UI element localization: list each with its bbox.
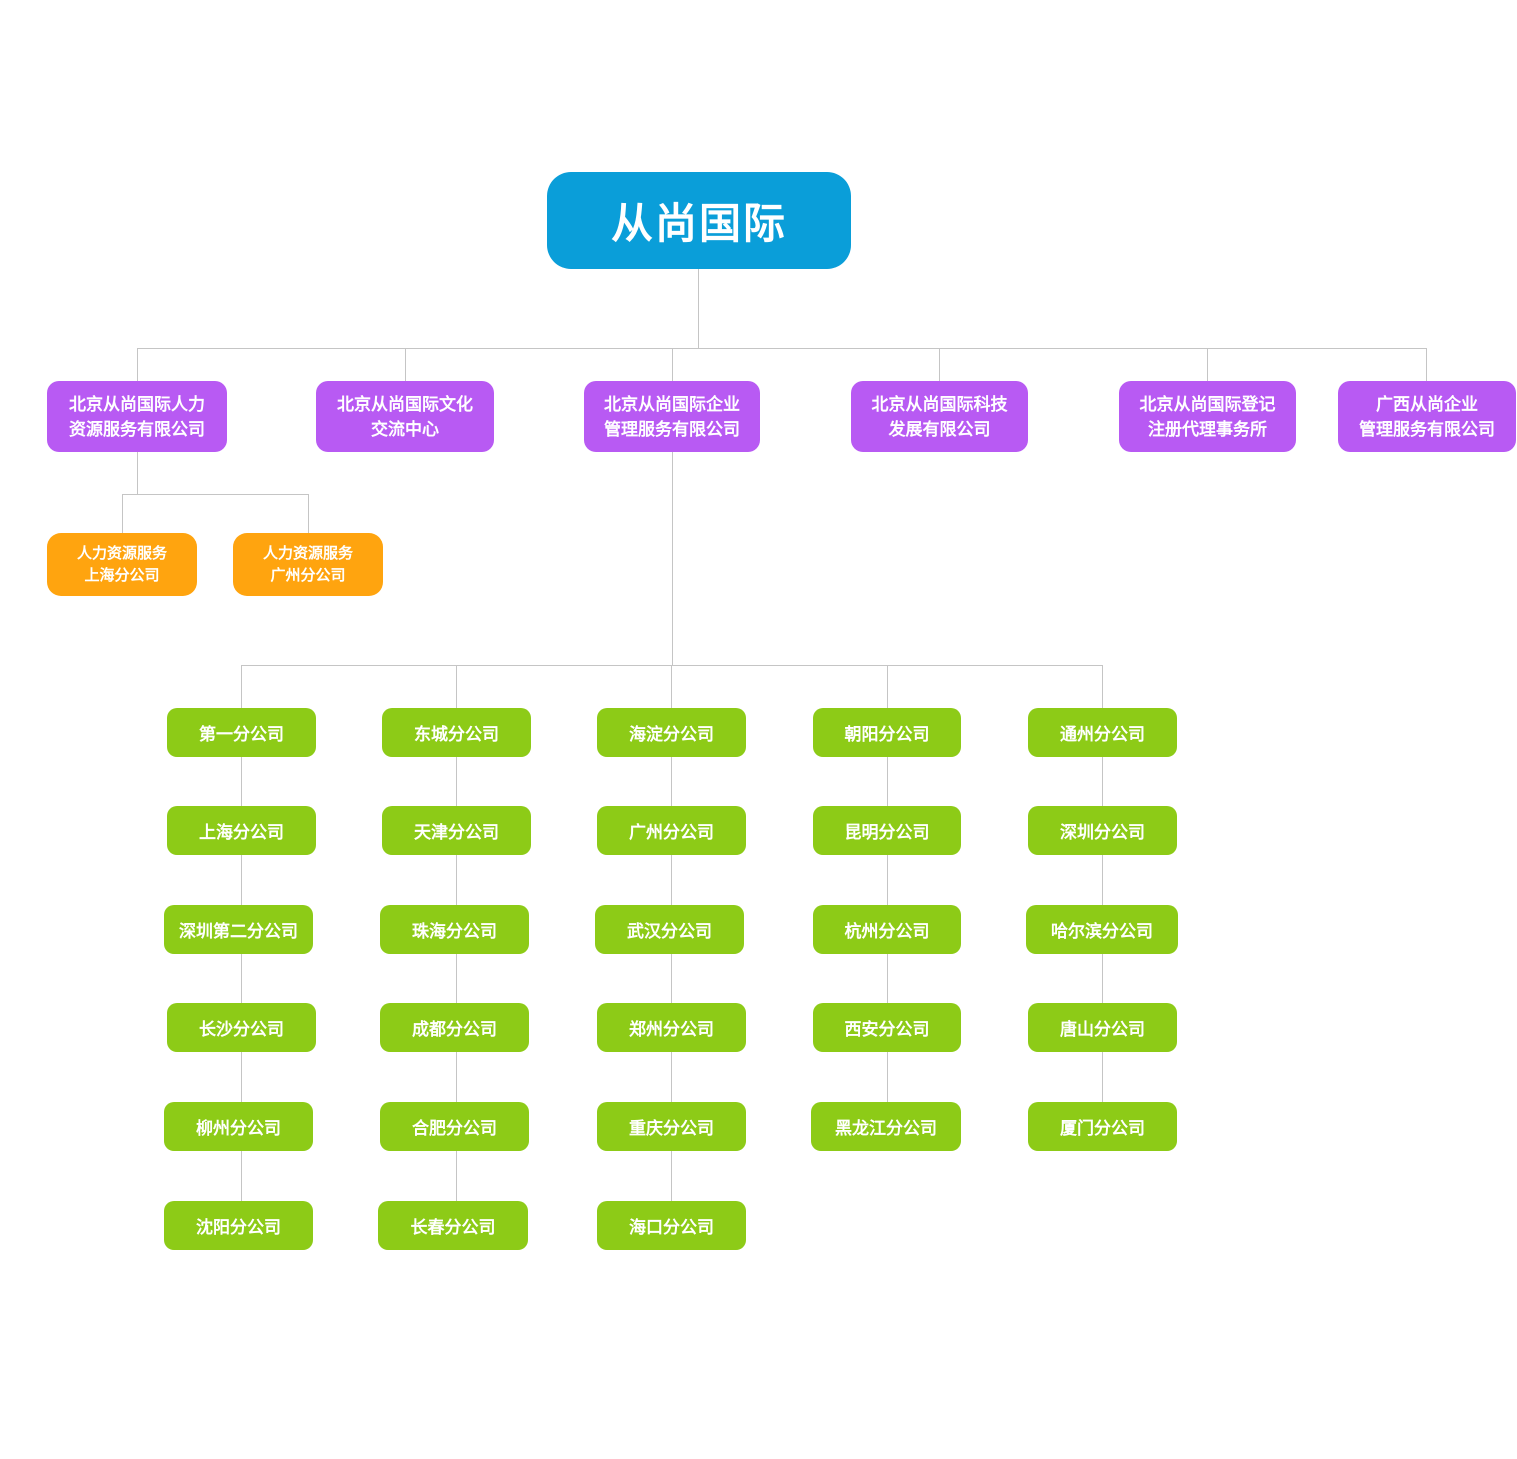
connector	[308, 494, 309, 533]
connector	[137, 452, 138, 494]
connector	[137, 348, 1427, 349]
node-label-line: 资源服务有限公司	[69, 419, 205, 439]
leaf-node: 哈尔滨分公司	[1026, 905, 1178, 954]
leaf-node: 长春分公司	[378, 1201, 528, 1250]
leaf-node: 武汉分公司	[595, 905, 744, 954]
node-bj-enterprise-mgmt: 北京从尚国际企业 管理服务有限公司	[584, 381, 760, 452]
leaf-label: 唐山分公司	[1060, 1020, 1145, 1039]
leaf-node: 黑龙江分公司	[811, 1102, 961, 1151]
node-label-line: 北京从尚国际文化	[337, 394, 473, 414]
leaf-label: 通州分公司	[1060, 725, 1145, 744]
connector	[405, 348, 406, 381]
connector	[698, 269, 699, 348]
node-hr-shanghai-branch: 人力资源服务 上海分公司	[47, 533, 197, 596]
leaf-label: 黑龙江分公司	[835, 1119, 937, 1138]
leaf-label: 珠海分公司	[412, 922, 497, 941]
connector	[672, 348, 673, 381]
leaf-node: 长沙分公司	[167, 1003, 316, 1052]
node-label-line: 注册代理事务所	[1148, 419, 1267, 439]
leaf-node: 唐山分公司	[1028, 1003, 1177, 1052]
leaf-node: 珠海分公司	[380, 905, 529, 954]
connector	[939, 348, 940, 381]
node-bj-registration-office: 北京从尚国际登记 注册代理事务所	[1119, 381, 1296, 452]
leaf-node: 海口分公司	[597, 1201, 746, 1250]
leaf-label: 东城分公司	[414, 725, 499, 744]
leaf-label: 沈阳分公司	[196, 1218, 281, 1237]
leaf-node: 海淀分公司	[597, 708, 746, 757]
leaf-label: 武汉分公司	[627, 922, 712, 941]
connector	[137, 348, 138, 381]
leaf-node: 深圳第二分公司	[164, 905, 313, 954]
leaf-node: 广州分公司	[597, 806, 746, 855]
node-label-line: 交流中心	[371, 419, 439, 439]
leaf-label: 长沙分公司	[199, 1020, 284, 1039]
leaf-node: 昆明分公司	[813, 806, 961, 855]
leaf-node: 杭州分公司	[813, 905, 961, 954]
leaf-label: 第一分公司	[199, 725, 284, 744]
leaf-label: 西安分公司	[844, 1020, 930, 1039]
connector	[241, 665, 1103, 666]
leaf-label: 广州分公司	[629, 823, 714, 842]
node-bj-tech-development: 北京从尚国际科技 发展有限公司	[851, 381, 1028, 452]
leaf-label: 郑州分公司	[629, 1020, 714, 1039]
leaf-node: 深圳分公司	[1028, 806, 1177, 855]
leaf-node: 成都分公司	[380, 1003, 529, 1052]
leaf-node: 朝阳分公司	[813, 708, 961, 757]
node-label-line: 管理服务有限公司	[604, 419, 740, 439]
node-label-line: 发展有限公司	[888, 419, 991, 439]
node-label-line: 上海分公司	[84, 566, 160, 584]
node-label-line: 广西从尚企业	[1376, 394, 1478, 414]
leaf-label: 昆明分公司	[844, 823, 930, 842]
leaf-label: 柳州分公司	[196, 1119, 281, 1138]
leaf-label: 深圳第二分公司	[179, 922, 298, 941]
leaf-label: 合肥分公司	[412, 1119, 497, 1138]
leaf-node: 通州分公司	[1028, 708, 1177, 757]
node-label-line: 北京从尚国际登记	[1139, 394, 1276, 414]
node-label-line: 北京从尚国际人力	[69, 394, 205, 414]
node-label-line: 北京从尚国际企业	[604, 394, 740, 414]
leaf-label: 厦门分公司	[1060, 1119, 1145, 1138]
node-label-line: 人力资源服务	[76, 544, 167, 562]
leaf-node: 柳州分公司	[164, 1102, 313, 1151]
node-bj-culture-center: 北京从尚国际文化 交流中心	[316, 381, 494, 452]
leaf-node: 第一分公司	[167, 708, 316, 757]
leaf-label: 朝阳分公司	[844, 725, 930, 744]
connector	[1426, 348, 1427, 381]
node-label-line: 广州分公司	[270, 566, 346, 584]
node-label-line: 管理服务有限公司	[1359, 419, 1495, 439]
connector	[1102, 665, 1103, 1102]
connector	[122, 494, 123, 533]
leaf-label: 海淀分公司	[629, 725, 714, 744]
connector	[887, 665, 888, 1102]
connector	[1207, 348, 1208, 381]
leaf-label: 深圳分公司	[1060, 823, 1145, 842]
leaf-node: 合肥分公司	[380, 1102, 529, 1151]
leaf-label: 杭州分公司	[844, 922, 930, 941]
leaf-node: 上海分公司	[167, 806, 316, 855]
leaf-node: 天津分公司	[382, 806, 531, 855]
node-gx-enterprise-mgmt: 广西从尚企业 管理服务有限公司	[1338, 381, 1516, 452]
leaf-node: 厦门分公司	[1028, 1102, 1177, 1151]
node-hr-guangzhou-branch: 人力资源服务 广州分公司	[233, 533, 383, 596]
leaf-node: 郑州分公司	[597, 1003, 746, 1052]
leaf-label: 天津分公司	[414, 823, 499, 842]
node-label-line: 人力资源服务	[262, 544, 353, 562]
leaf-node: 东城分公司	[382, 708, 531, 757]
leaf-node: 重庆分公司	[597, 1102, 746, 1151]
node-bj-human-resources: 北京从尚国际人力 资源服务有限公司	[47, 381, 227, 452]
org-root-node: 从尚国际	[547, 172, 851, 269]
connector	[672, 452, 673, 665]
leaf-label: 海口分公司	[629, 1218, 714, 1237]
leaf-label: 上海分公司	[199, 823, 284, 842]
leaf-label: 成都分公司	[412, 1020, 497, 1039]
connector	[122, 494, 308, 495]
leaf-label: 长春分公司	[410, 1218, 496, 1237]
node-label-line: 北京从尚国际科技	[871, 394, 1008, 414]
org-root-label: 从尚国际	[610, 200, 787, 247]
leaf-node: 沈阳分公司	[164, 1201, 313, 1250]
leaf-label: 重庆分公司	[629, 1119, 714, 1138]
leaf-label: 哈尔滨分公司	[1051, 922, 1153, 941]
leaf-node: 西安分公司	[813, 1003, 961, 1052]
